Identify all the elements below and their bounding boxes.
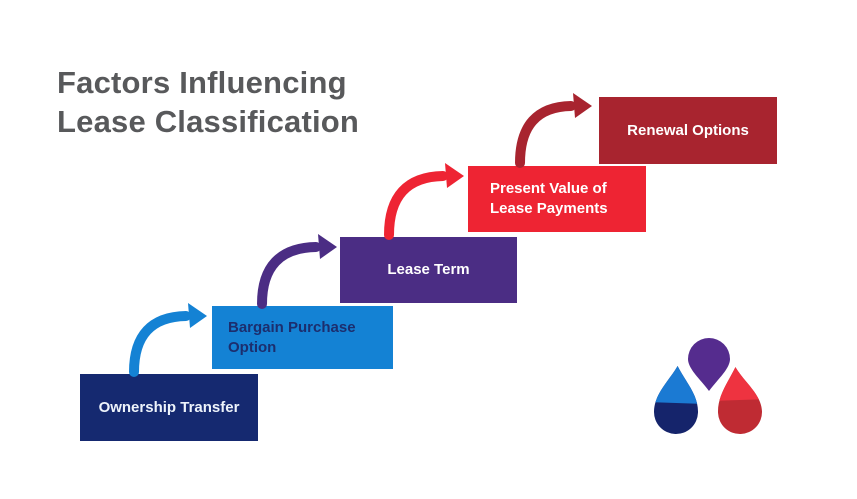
step-box-ownership-transfer: Ownership Transfer <box>80 374 258 441</box>
page-title-line-1: Factors Influencing <box>57 65 347 100</box>
logo-drop-purple <box>688 338 730 391</box>
logo-drop-blue <box>653 365 700 434</box>
step-label: Bargain Purchase Option <box>228 318 356 356</box>
step-label: Present Value of Lease Payments <box>490 180 608 217</box>
curved-arrow-icon-3 <box>384 163 464 240</box>
curved-arrow-icon-2 <box>257 234 337 309</box>
page-title: Factors Influencing Lease Classification <box>57 63 359 141</box>
logo-drop-red <box>716 366 763 434</box>
curved-arrow-icon-4 <box>515 93 592 168</box>
company-logo <box>653 338 763 434</box>
step-box-lease-term: Lease Term <box>340 237 517 303</box>
step-label: Ownership Transfer <box>98 398 240 416</box>
page-title-line-2: Lease Classification <box>57 104 360 139</box>
step-box-present-value-of-lease-payments: Present Value of Lease Payments <box>468 166 646 232</box>
step-box-renewal-options: Renewal Options <box>599 97 777 164</box>
step-label: Renewal Options <box>627 121 749 139</box>
step-label: Lease Term <box>387 261 470 278</box>
step-box-bargain-purchase-option: Bargain Purchase Option <box>212 306 393 369</box>
curved-arrow-icon-1 <box>129 303 207 377</box>
